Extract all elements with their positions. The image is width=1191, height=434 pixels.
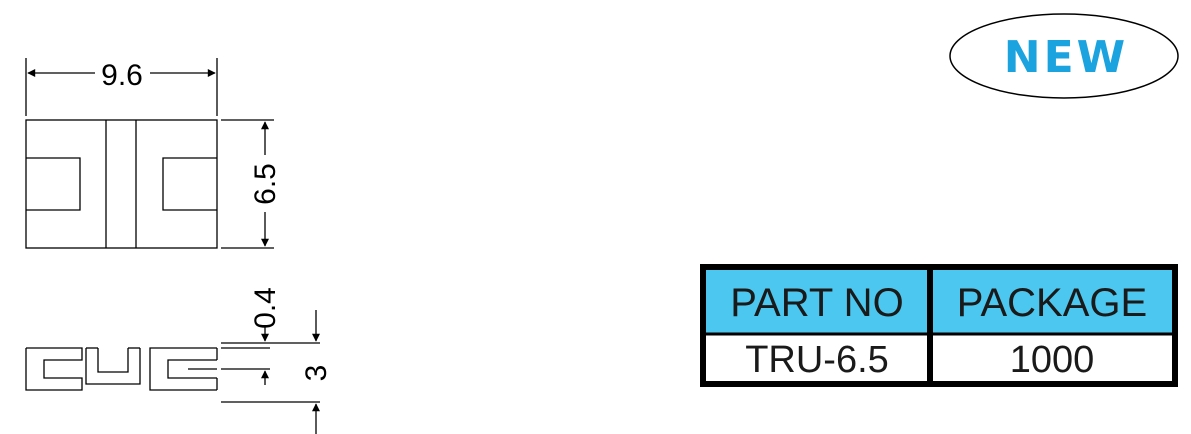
thickness-dimension (221, 310, 320, 434)
part-table: PART NO PACKAGE TRU-6.5 1000 (700, 264, 1178, 387)
height-dimension (221, 119, 274, 249)
top-view (25, 119, 218, 249)
new-badge-label: NEW (1004, 32, 1128, 83)
thickness-top-label: 0.4 (249, 287, 282, 329)
height-label: 6.5 (249, 163, 282, 205)
new-badge: NEW (949, 13, 1179, 99)
table-cell-package: 1000 (1010, 339, 1095, 381)
thickness-total-label: 3 (300, 365, 333, 382)
side-view (25, 347, 218, 391)
table-cell-part-no: TRU-6.5 (745, 339, 889, 381)
width-label: 9.6 (101, 59, 143, 92)
width-dimension (25, 58, 218, 116)
table-header-part-no: PART NO (730, 281, 903, 325)
table-header-package: PACKAGE (957, 281, 1147, 325)
